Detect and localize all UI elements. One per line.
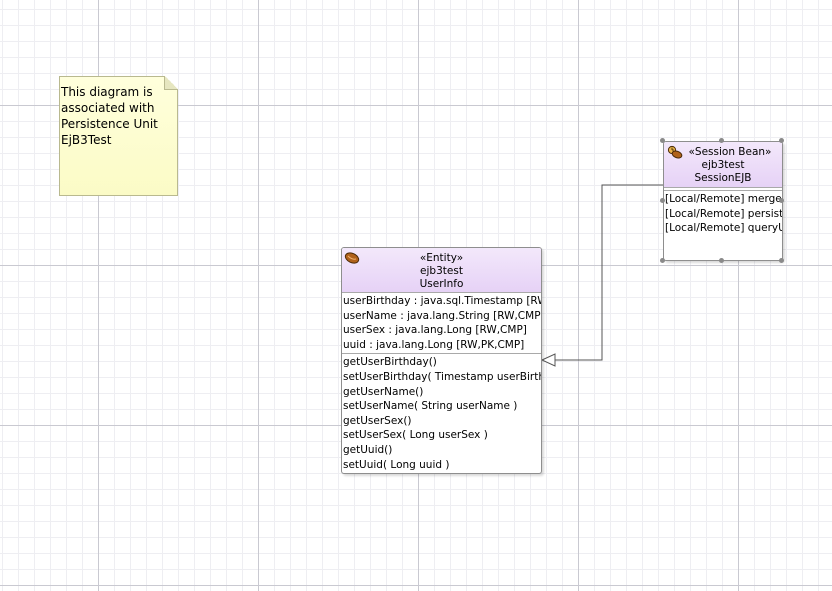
entity-method[interactable]: getUserBirthday() xyxy=(343,356,437,369)
session-method[interactable]: [Local/Remote] persistEntity xyxy=(665,207,783,220)
resize-handle-nw[interactable] xyxy=(660,138,665,143)
resize-handle-n[interactable] xyxy=(719,138,724,143)
entity-userinfo-box[interactable]: «Entity» ejb3test UserInfo userBirthday … xyxy=(341,247,542,474)
note-folded-corner xyxy=(164,76,178,90)
entity-method[interactable]: setUserBirthday( Timestamp userBirthday … xyxy=(343,370,541,383)
entity-method[interactable]: setUserName( String userName ) xyxy=(343,400,518,413)
session-bean-box[interactable]: «Session Bean» ejb3test SessionEJB [Loca… xyxy=(663,141,783,261)
connector-line xyxy=(544,184,663,361)
session-header: «Session Bean» ejb3test SessionEJB xyxy=(664,142,782,188)
entity-method[interactable]: getUserName() xyxy=(343,385,424,398)
entity-attribute[interactable]: userBirthday : java.sql.Timestamp [RW,CM… xyxy=(343,295,541,307)
entity-method[interactable]: setUuid( Long uuid ) xyxy=(343,458,450,471)
entity-attribute[interactable]: userSex : java.lang.Long [RW,CMP] xyxy=(343,324,527,337)
entity-method[interactable]: getUuid() xyxy=(343,443,393,456)
resize-handle-ne[interactable] xyxy=(779,138,784,143)
entity-header: «Entity» ejb3test UserInfo xyxy=(342,248,541,293)
resize-handle-s[interactable] xyxy=(719,258,724,263)
entity-stereotype: «Entity» xyxy=(419,252,464,264)
session-method[interactable]: [Local/Remote] queryUserInfo xyxy=(665,222,783,235)
entity-name: UserInfo xyxy=(419,278,464,290)
session-stereotype: «Session Bean» xyxy=(688,146,772,158)
session-attributes xyxy=(664,188,782,191)
note-text: This diagram is associated with Persiste… xyxy=(61,85,158,147)
entity-attribute[interactable]: userName : java.lang.String [RW,CMP] xyxy=(343,309,542,322)
connector-arrowhead xyxy=(540,353,556,367)
entity-attributes: userBirthday : java.sql.Timestamp [RW,CM… xyxy=(342,293,542,355)
session-bean-icon xyxy=(667,145,683,159)
diagram-note[interactable] xyxy=(59,76,178,196)
resize-handle-sw[interactable] xyxy=(660,258,665,263)
bean-icon xyxy=(344,252,360,264)
entity-attribute[interactable]: uuid : java.lang.Long [RW,PK,CMP] xyxy=(343,338,525,351)
session-package: ejb3test xyxy=(701,159,745,171)
resize-handle-e[interactable] xyxy=(779,198,784,203)
entity-methods: getUserBirthday()setUserBirthday( Timest… xyxy=(342,354,541,473)
resize-handle-se[interactable] xyxy=(779,258,784,263)
session-methods: [Local/Remote] mergeEntity [Local/Remote]… xyxy=(664,191,782,237)
entity-method[interactable]: getUserSex() xyxy=(343,414,412,427)
session-name: SessionEJB xyxy=(694,172,752,184)
session-method[interactable]: [Local/Remote] mergeEntity xyxy=(665,193,782,205)
entity-package: ejb3test xyxy=(420,265,463,277)
resize-handle-w[interactable] xyxy=(660,198,665,203)
entity-method[interactable]: setUserSex( Long userSex ) xyxy=(343,429,488,442)
